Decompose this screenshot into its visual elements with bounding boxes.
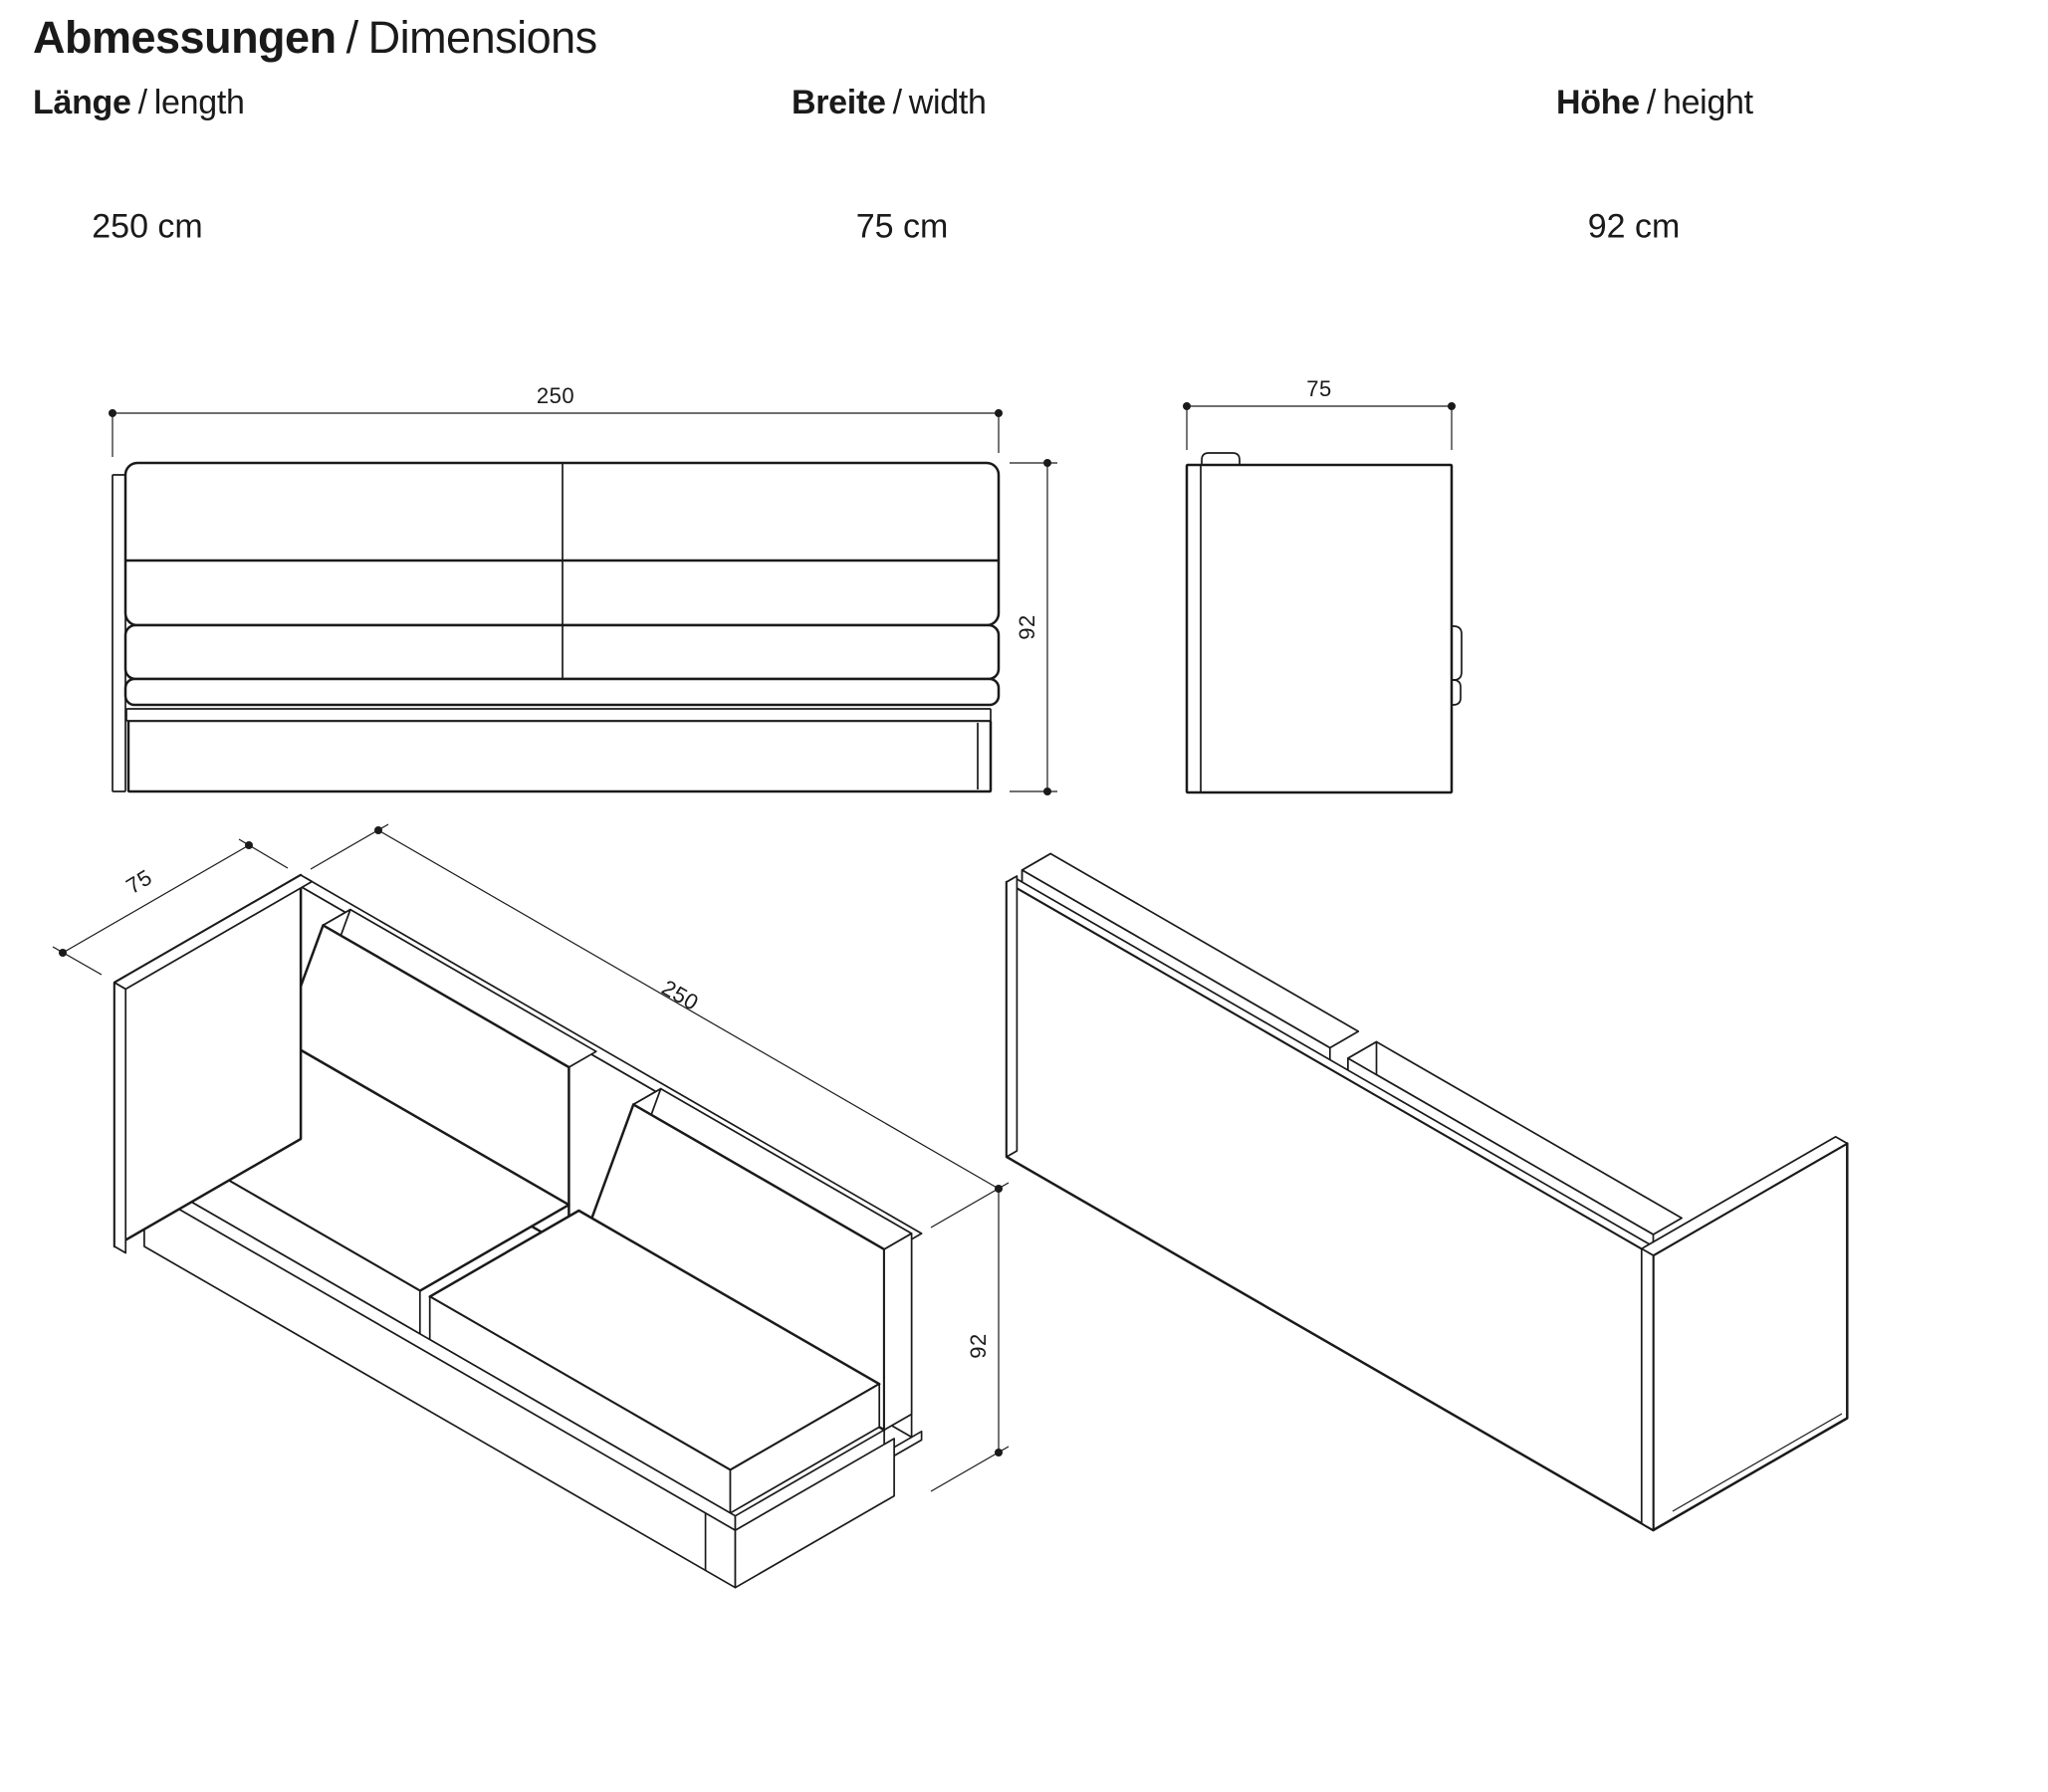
page-title-de: Abmessungen xyxy=(33,12,337,63)
front-view-length-dim-label: 250 xyxy=(536,383,575,408)
side-view xyxy=(1185,452,1463,794)
front-view-height-dimension xyxy=(1010,459,1057,795)
column-header-width-en: width xyxy=(908,84,987,121)
dim-dot xyxy=(1043,787,1051,795)
iso-arm-panel-back-edge xyxy=(1640,1247,1655,1531)
iso-view-height-dim-label: 92 xyxy=(966,1333,991,1359)
dim-dot xyxy=(374,826,382,834)
column-header-width-sep: / xyxy=(892,84,902,121)
front-base-cushion-row xyxy=(123,677,1001,707)
page-title-en: Dimensions xyxy=(367,12,598,63)
column-header-height: Höhe/height xyxy=(1556,84,1753,122)
page-title: Abmessungen/Dimensions xyxy=(33,12,597,64)
dim-dot xyxy=(59,949,67,957)
dim-dot xyxy=(1043,459,1051,467)
dim-dot xyxy=(1183,402,1191,410)
front-plinth xyxy=(126,719,993,793)
column-header-width-de: Breite xyxy=(792,84,886,121)
column-header-length-en: length xyxy=(153,84,245,121)
front-frame-rail xyxy=(125,708,992,722)
front-view-height-dim-label: 92 xyxy=(1015,614,1039,640)
dim-dot xyxy=(995,409,1003,417)
page-title-separator: / xyxy=(345,12,359,63)
side-box xyxy=(1185,463,1454,794)
column-header-length-sep: / xyxy=(137,84,147,121)
value-length: 250 cm xyxy=(92,207,203,246)
side-seat-cushion-bump xyxy=(1453,625,1463,681)
side-base-cushion-bump xyxy=(1452,679,1462,706)
dim-dot xyxy=(995,1449,1003,1456)
column-header-height-en: height xyxy=(1662,84,1753,121)
front-view-length-dimension xyxy=(109,409,1003,457)
iso-arm-panel-outer xyxy=(1652,1142,1849,1532)
iso-back-cushion-right-end xyxy=(883,1232,913,1432)
dim-dot xyxy=(109,409,116,417)
dim-dot xyxy=(1448,402,1456,410)
column-header-height-de: Höhe xyxy=(1556,84,1640,121)
iso-plinth-end xyxy=(734,1438,895,1589)
dim-dot xyxy=(245,841,253,849)
column-header-length-de: Länge xyxy=(33,84,131,121)
dim-line-75 xyxy=(62,844,250,954)
column-header-height-sep: / xyxy=(1646,84,1656,121)
iso-back-panel-face xyxy=(1005,880,1655,1532)
front-view xyxy=(112,461,1001,793)
dim-line-250 xyxy=(377,829,1000,1190)
front-side-panel-edge xyxy=(112,474,126,792)
column-header-width: Breite/width xyxy=(792,84,987,122)
iso-front-view-dimensions xyxy=(52,823,1010,1492)
value-height: 92 cm xyxy=(1587,207,1681,246)
side-backrest-tab xyxy=(1201,452,1241,465)
value-width: 75 cm xyxy=(855,207,949,246)
side-view-width-dim-label: 75 xyxy=(1306,376,1332,401)
iso-back-view xyxy=(1005,852,1849,1532)
iso-back-panel-end-strip xyxy=(1006,875,1019,1158)
iso-plinth-recess-line xyxy=(1672,1413,1843,1512)
column-header-length: Länge/length xyxy=(33,84,245,122)
iso-front-view xyxy=(113,873,923,1589)
iso-side-panel-edge xyxy=(114,982,127,1254)
iso-seat-right-end xyxy=(729,1383,881,1514)
side-view-width-dimension xyxy=(1183,402,1456,450)
